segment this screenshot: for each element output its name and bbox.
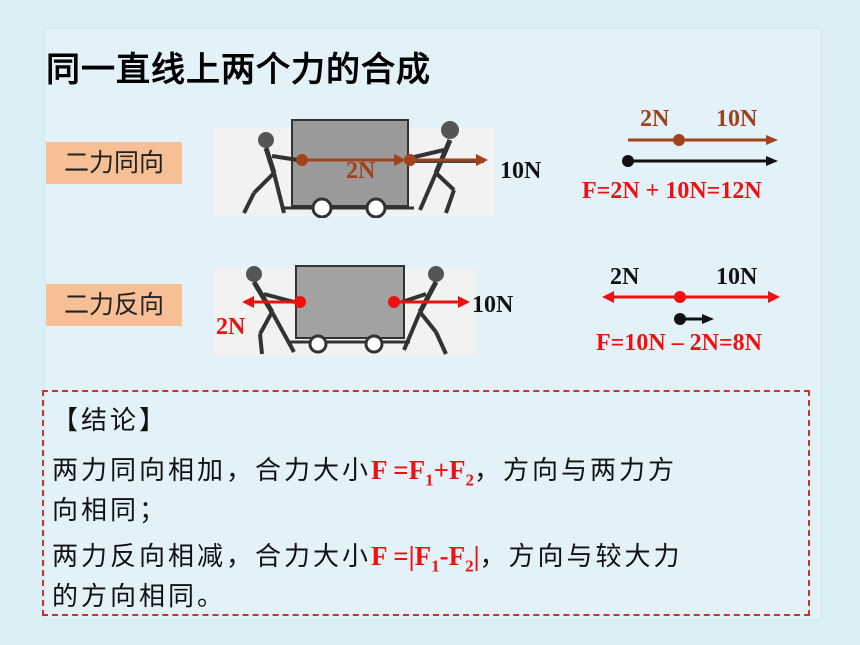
same-result-formula: F=2N + 10N=12N xyxy=(582,178,762,204)
conclusion-line-1: 两力同向相加，合力大小F =F1+F2，方向与两力方 xyxy=(52,450,677,490)
conclusion-line-3: 两力反向相减，合力大小F =|F1-F2|，方向与较大力 xyxy=(52,536,683,576)
conclusion-line-2: 向相同； xyxy=(52,496,169,526)
same-right-force-label: 10N xyxy=(500,158,542,184)
same-left-force-label: 2N xyxy=(346,158,376,184)
same-direction-illustration xyxy=(214,119,494,218)
conclusion-line-1-suffix: ，方向与两力方 xyxy=(474,456,678,486)
same-diagram-2n-label: 2N xyxy=(640,106,670,132)
opposite-direction-vector-diagram xyxy=(602,291,780,325)
opposite-direction-tag: 二力反向 xyxy=(46,284,182,326)
conclusion-line-3-suffix: ，方向与较大力 xyxy=(479,542,683,572)
conclusion-box xyxy=(42,390,810,616)
conclusion-line-1-prefix: 两力同向相加，合力大小 xyxy=(52,456,372,486)
conclusion-line-4: 的方向相同。 xyxy=(52,582,227,612)
difference-formula: F =|F1-F2| xyxy=(371,541,480,576)
opposite-direction-illustration xyxy=(214,265,476,356)
same-direction-vector-diagram xyxy=(622,134,778,167)
opposite-right-force-label: 10N xyxy=(472,292,514,318)
same-direction-tag: 二力同向 xyxy=(46,142,182,184)
opposite-result-formula: F=10N – 2N=8N xyxy=(596,330,763,356)
same-diagram-10n-label: 10N xyxy=(716,106,758,132)
opposite-diagram-2n-label: 2N xyxy=(610,264,640,290)
conclusion-line-3-prefix: 两力反向相减，合力大小 xyxy=(52,542,372,572)
opposite-left-force-label: 2N xyxy=(216,314,246,340)
slide-title: 同一直线上两个力的合成 xyxy=(46,50,431,90)
conclusion-heading: 【结论】 xyxy=(52,406,169,436)
opposite-diagram-10n-label: 10N xyxy=(716,264,758,290)
sum-formula: F =F1+F2 xyxy=(371,455,475,490)
